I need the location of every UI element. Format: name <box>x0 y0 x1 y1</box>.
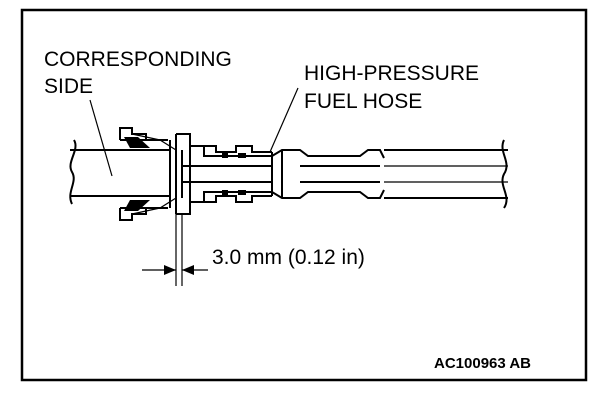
corresponding-side-label-line2: SIDE <box>44 75 93 98</box>
figure-code: AC100963 AB <box>434 355 531 372</box>
high-pressure-fuel-hose <box>271 139 508 209</box>
corresponding-side-label-line1: CORRESPONDING <box>44 48 232 71</box>
dimension-label: 3.0 mm (0.12 in) <box>212 246 365 269</box>
corresponding-side-pipe <box>69 139 170 205</box>
dimension-marker <box>142 214 208 286</box>
fuel-hose-label-line2: FUEL HOSE <box>304 90 422 113</box>
corresponding-side-leader <box>89 99 113 177</box>
quick-connector <box>119 127 273 221</box>
fuel-hose-leader <box>269 87 299 153</box>
fuel-hose-label-line1: HIGH-PRESSURE <box>304 62 479 85</box>
